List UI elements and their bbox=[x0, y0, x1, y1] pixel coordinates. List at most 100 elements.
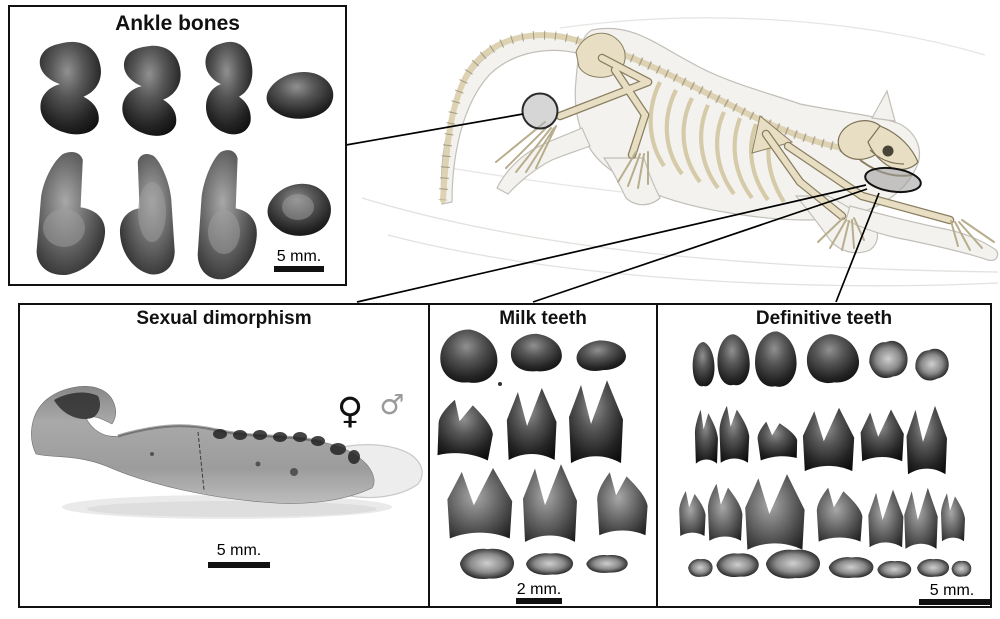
milk-teeth-row-2 bbox=[435, 380, 623, 464]
tooth-specimen bbox=[911, 345, 953, 384]
tooth-specimen bbox=[569, 380, 623, 464]
ankle-bones-panel: Ankle bones 5 mm. bbox=[8, 5, 347, 286]
skeleton-bones bbox=[438, 30, 995, 251]
tooth-specimen bbox=[523, 464, 577, 542]
ankle-bone-specimen bbox=[39, 41, 101, 135]
tooth-specimen bbox=[716, 553, 759, 578]
scale-bar bbox=[919, 599, 990, 605]
ribcage bbox=[648, 81, 786, 204]
tooth-specimen bbox=[679, 491, 706, 536]
tooth-specimen bbox=[447, 467, 513, 539]
tooth-sockets bbox=[213, 429, 360, 464]
bone-highlights bbox=[43, 182, 314, 254]
tooth-specimen bbox=[707, 483, 743, 541]
tooth-specimen bbox=[802, 407, 855, 472]
tooth-specimen bbox=[574, 337, 628, 373]
definitive-teeth-panel: Definitive teeth bbox=[658, 303, 992, 608]
tooth-specimen bbox=[586, 554, 628, 573]
spine-vertebra-ticks bbox=[594, 39, 843, 153]
ankle-bone-specimen bbox=[120, 44, 183, 138]
tooth-specimen bbox=[828, 557, 874, 578]
tooth-specimen bbox=[754, 330, 798, 388]
sexual-dimorphism-title: Sexual dimorphism bbox=[136, 308, 312, 329]
definitive-teeth-row-4 bbox=[688, 549, 972, 579]
line-to-milk-teeth-panel bbox=[532, 188, 868, 303]
ankle-bone-specimen bbox=[266, 72, 334, 119]
mandible-specimen: ♀ ♂ 5 mm. bbox=[31, 386, 423, 568]
tooth-specimen bbox=[816, 487, 863, 542]
front-leg-far-silhouette bbox=[845, 205, 999, 261]
scale-label: 5 mm. bbox=[217, 542, 261, 559]
tooth-specimen bbox=[904, 487, 938, 549]
tooth-specimen bbox=[805, 332, 861, 385]
toe-bones bbox=[495, 121, 995, 251]
sexual-dimorphism-panel: Sexual dimorphism ♀ ♂ 5 mm. bbox=[18, 303, 430, 608]
humerus-far bbox=[785, 143, 865, 199]
foramina bbox=[150, 452, 298, 476]
definitive-teeth-title: Definitive teeth bbox=[755, 308, 893, 329]
hind-leg-far-silhouette bbox=[602, 157, 661, 206]
ankle-bones-specimens: 5 mm. bbox=[36, 41, 334, 280]
tooth-specimen bbox=[435, 398, 497, 461]
scale-label: 2 mm. bbox=[517, 581, 561, 598]
femur-far bbox=[612, 67, 648, 118]
scale-bar-sexdim: 5 mm. bbox=[208, 542, 270, 568]
milk-teeth-specimens: 2 mm. bbox=[435, 328, 648, 604]
tooth-specimen bbox=[877, 560, 912, 579]
humerus-near bbox=[763, 131, 803, 185]
fossil-crack bbox=[197, 431, 205, 491]
definitive-teeth-row-3 bbox=[679, 474, 965, 550]
male-symbol: ♂ bbox=[379, 388, 404, 421]
tooth-specimen bbox=[688, 558, 713, 577]
jaw-region-highlight-ellipse bbox=[864, 166, 922, 194]
fragment-dot bbox=[498, 382, 502, 386]
milk-teeth-row-3 bbox=[447, 464, 648, 542]
tooth-specimen bbox=[868, 489, 904, 548]
incisor-notch bbox=[54, 392, 100, 420]
milk-teeth-row-4 bbox=[459, 548, 628, 580]
tooth-specimen bbox=[951, 560, 972, 577]
ear bbox=[871, 89, 896, 122]
scale-label: 5 mm. bbox=[930, 582, 974, 599]
tooth-specimen bbox=[745, 474, 805, 550]
definitive-teeth-specimens: 5 mm. bbox=[679, 330, 990, 605]
radius-near bbox=[797, 179, 845, 219]
tibia-near bbox=[557, 79, 651, 119]
tooth-specimen bbox=[597, 472, 648, 536]
female-symbol: ♀ bbox=[337, 391, 363, 432]
tooth-specimen bbox=[694, 409, 718, 464]
tooth-specimen bbox=[765, 549, 821, 579]
limb-bones bbox=[557, 55, 953, 223]
scale-bar bbox=[208, 562, 270, 568]
definitive-teeth-row-2 bbox=[694, 405, 947, 475]
line-to-ankle-panel bbox=[345, 113, 524, 146]
astragalus-row bbox=[39, 41, 334, 138]
body-silhouette bbox=[440, 27, 999, 261]
scale-bar-milk: 2 mm. bbox=[516, 581, 562, 604]
tooth-specimen bbox=[860, 409, 904, 462]
line-to-sexual-dimorphism-panel bbox=[356, 184, 867, 303]
tooth-specimen bbox=[439, 328, 499, 384]
tooth-specimen bbox=[719, 405, 750, 463]
scale-bar bbox=[274, 266, 324, 272]
tooth-specimen bbox=[717, 334, 750, 386]
ankle-bone-specimen bbox=[205, 41, 253, 135]
scale-bar bbox=[516, 598, 562, 604]
eye-socket bbox=[882, 145, 894, 157]
femur-near bbox=[599, 55, 651, 85]
tooth-specimen bbox=[459, 548, 515, 580]
tooth-specimen bbox=[526, 553, 574, 575]
definitive-teeth-row-1 bbox=[692, 330, 953, 388]
tail-vertebrae bbox=[440, 32, 591, 203]
ankle-bones-title: Ankle bones bbox=[115, 12, 240, 35]
milk-teeth-title: Milk teeth bbox=[499, 308, 587, 329]
scale-label: 5 mm. bbox=[277, 248, 321, 265]
ankle-region-highlight-circle bbox=[521, 92, 559, 130]
ground-contour-lines bbox=[361, 17, 999, 287]
tooth-specimen bbox=[756, 419, 799, 461]
tooth-specimen bbox=[506, 388, 557, 460]
tooth-specimen bbox=[906, 405, 947, 475]
milk-teeth-row-1 bbox=[439, 328, 628, 384]
skull bbox=[837, 120, 919, 177]
connector-lines bbox=[345, 113, 880, 303]
